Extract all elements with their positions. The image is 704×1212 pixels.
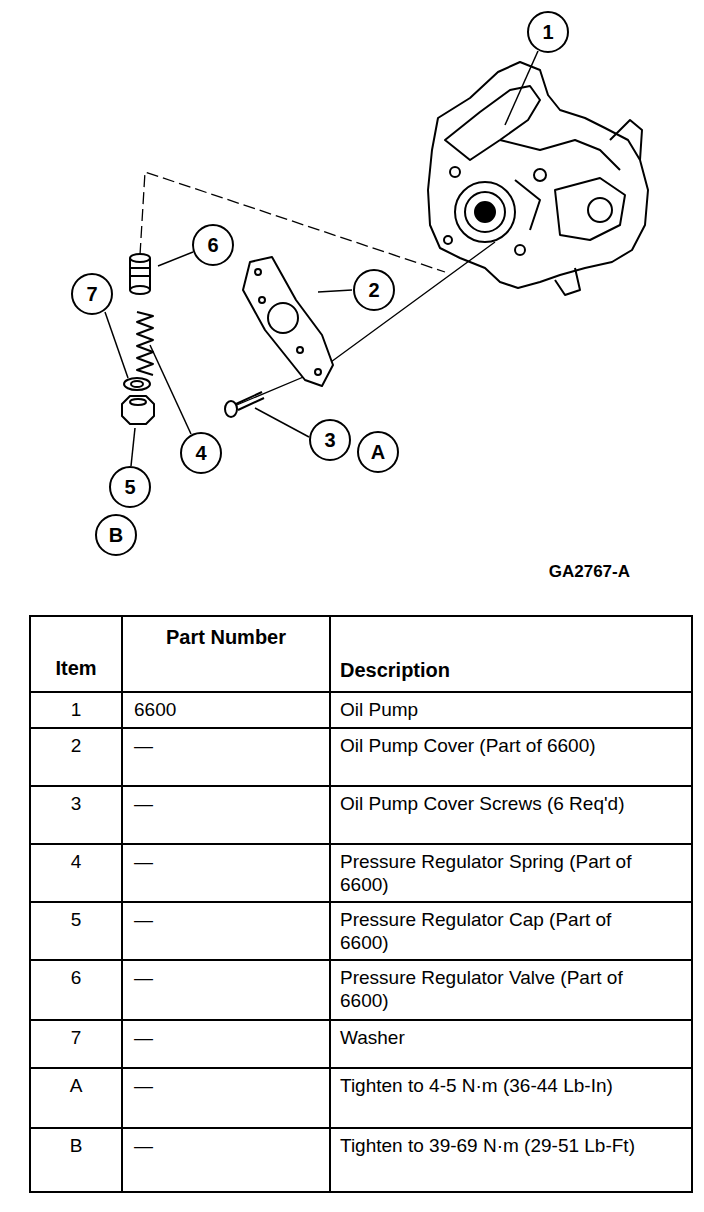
description-cell: Oil Pump xyxy=(340,699,645,722)
figure-code: GA2767-A xyxy=(470,562,630,582)
callout-number: A xyxy=(371,442,385,462)
callout-circle: 7 xyxy=(71,273,113,315)
item-cell: 1 xyxy=(30,699,122,722)
part-number-cell: — xyxy=(134,909,314,932)
description-cell: Tighten to 39-69 N·m (29-51 Lb-Ft) xyxy=(340,1135,645,1158)
callout-number: 1 xyxy=(542,22,553,42)
callout-number: 4 xyxy=(195,443,206,463)
part-number-cell: — xyxy=(134,735,314,758)
item-cell: 7 xyxy=(30,1027,122,1050)
description-cell: Tighten to 4-5 N·m (36-44 Lb-In) xyxy=(340,1075,645,1098)
part-number-cell: 6600 xyxy=(134,699,314,722)
callout-number: B xyxy=(109,525,123,545)
part-number-cell: — xyxy=(134,1075,314,1098)
callout-number: 5 xyxy=(124,477,135,497)
description-cell: Pressure Regulator Valve (Part of 6600) xyxy=(340,967,645,1013)
part-number-cell: — xyxy=(134,793,314,816)
callout-circle: 2 xyxy=(353,269,395,311)
item-cell: 4 xyxy=(30,851,122,874)
item-cell: A xyxy=(30,1075,122,1098)
callout-circle: B xyxy=(95,514,137,556)
callout-number: 2 xyxy=(368,280,379,300)
item-cell: 5 xyxy=(30,909,122,932)
callout-circle: 3 xyxy=(309,419,351,461)
table-header: Part Number xyxy=(160,625,292,649)
part-number-cell: — xyxy=(134,1135,314,1158)
table-header: Item xyxy=(30,656,122,680)
callout-number: 6 xyxy=(207,235,218,255)
callout-number: 3 xyxy=(324,430,335,450)
item-cell: 3 xyxy=(30,793,122,816)
description-cell: Pressure Regulator Spring (Part of 6600) xyxy=(340,851,645,897)
part-number-cell: — xyxy=(134,967,314,990)
description-cell: Oil Pump Cover Screws (6 Req'd) xyxy=(340,793,645,816)
description-cell: Washer xyxy=(340,1027,645,1050)
callout-circle: 1 xyxy=(527,11,569,53)
callout-number: 7 xyxy=(86,284,97,304)
part-number-cell: — xyxy=(134,1027,314,1050)
item-cell: 6 xyxy=(30,967,122,990)
callout-circle: 4 xyxy=(180,432,222,474)
callout-circle: 5 xyxy=(109,466,151,508)
item-cell: 2 xyxy=(30,735,122,758)
item-cell: B xyxy=(30,1135,122,1158)
part-number-cell: — xyxy=(134,851,314,874)
table-header: Description xyxy=(340,658,680,682)
callout-circle: A xyxy=(357,431,399,473)
description-cell: Oil Pump Cover (Part of 6600) xyxy=(340,735,645,758)
description-cell: Pressure Regulator Cap (Part of 6600) xyxy=(340,909,645,955)
callout-circle: 6 xyxy=(192,224,234,266)
